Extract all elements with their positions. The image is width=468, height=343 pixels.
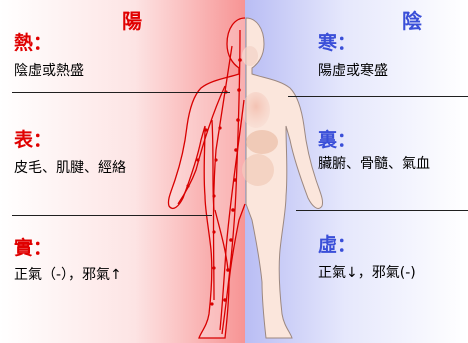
- yang-title: 陽: [122, 9, 142, 33]
- exterior-description: 皮毛、肌腱、經絡: [14, 160, 126, 176]
- interior-heading: 裏：: [318, 129, 357, 151]
- cold-description: 陽虛或寒盛: [318, 63, 388, 79]
- body-yin-half: [242, 17, 323, 339]
- deficiency-description: 正氣↓，邪氣(-): [318, 265, 416, 281]
- divider-left-1: [12, 92, 230, 93]
- interior-description: 臟腑、骨髓、氣血: [318, 156, 430, 172]
- excess-heading: 實：: [14, 237, 53, 259]
- divider-right-1: [288, 96, 468, 97]
- deficiency-heading: 虛：: [318, 234, 357, 256]
- cold-heading: 寒：: [318, 32, 357, 54]
- divider-left-2: [12, 215, 212, 216]
- exterior-heading: 表：: [14, 129, 53, 151]
- excess-description: 正氣（-），邪氣↑: [14, 267, 122, 283]
- yin-title: 陰: [402, 9, 422, 33]
- heat-heading: 熱：: [14, 32, 53, 54]
- divider-right-2: [296, 210, 468, 211]
- heat-description: 陰虛或熱盛: [14, 63, 84, 79]
- body-yang-half: [167, 17, 246, 339]
